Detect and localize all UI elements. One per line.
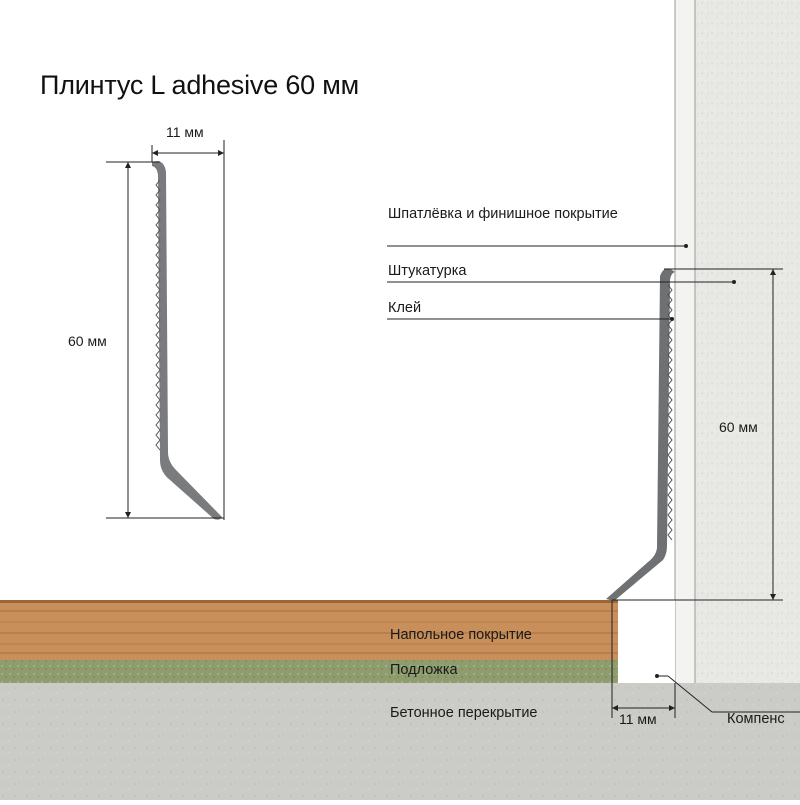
section-height-label: 60 мм: [719, 419, 758, 435]
leader-lines: [387, 244, 800, 713]
compensation-gap: [618, 600, 675, 683]
label-plaster: Штукатурка: [388, 263, 467, 279]
profile-width-label: 11 мм: [166, 124, 204, 140]
floor-covering: [0, 600, 618, 660]
label-finish-line1: Шпатлёвка и финишное покрытие: [388, 204, 623, 225]
label-finish: Шпатлёвка и финишное покрытие: [388, 206, 618, 222]
wall-putty-layer: [675, 0, 695, 683]
label-concrete: Бетонное перекрытие: [390, 705, 538, 721]
wall-plaster: [695, 0, 800, 683]
label-compensation-gap: Компенс: [727, 711, 785, 727]
label-underlay: Подложка: [390, 662, 458, 678]
gap-width-label: 11 мм: [619, 711, 657, 727]
section-profile: [606, 268, 675, 601]
profile-height-label: 60 мм: [68, 333, 107, 349]
label-glue: Клей: [388, 300, 422, 316]
section-dimensions: [611, 268, 783, 718]
underlay-layer: [0, 660, 618, 683]
concrete-slab: [0, 683, 800, 800]
label-floor-covering: Напольное покрытие: [390, 627, 532, 643]
profile-drawing: [106, 140, 225, 520]
page-title: Плинтус L adhesive 60 мм: [40, 70, 359, 100]
